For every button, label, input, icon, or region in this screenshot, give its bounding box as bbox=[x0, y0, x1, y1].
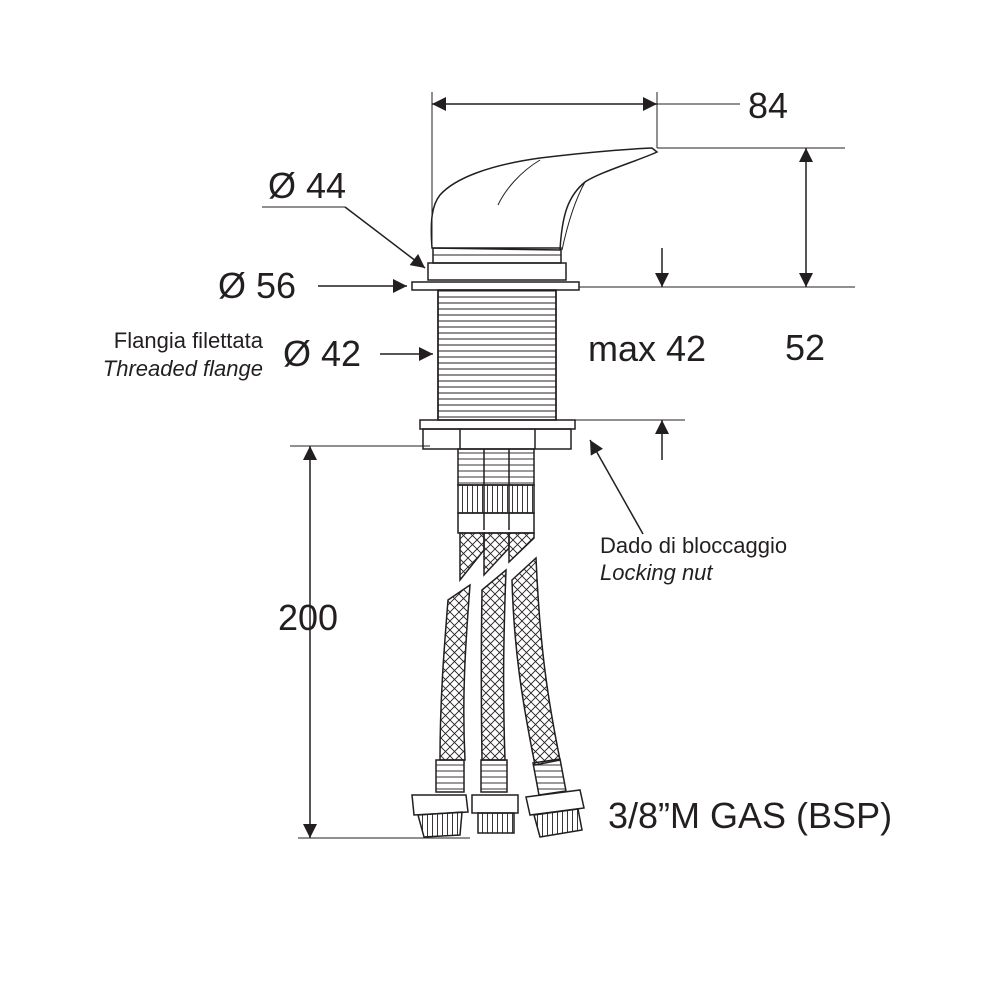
braided-hoses bbox=[439, 532, 561, 766]
label-hose-length: 200 bbox=[278, 597, 339, 638]
label-nut-english: Locking nut bbox=[600, 560, 713, 585]
label-flange-english: Threaded flange bbox=[102, 356, 263, 381]
label-nut-italian: Dado di bloccaggio bbox=[600, 533, 788, 558]
label-height-above: 52 bbox=[785, 327, 826, 368]
label-connection: 3/8”M GAS (BSP) bbox=[608, 795, 893, 836]
dimension-84 bbox=[431, 92, 740, 248]
label-handle-width: 84 bbox=[748, 85, 789, 126]
label-max-thickness: max 42 bbox=[588, 328, 707, 369]
label-cap-diameter: Ø 44 bbox=[268, 165, 347, 206]
leader-locking-nut bbox=[589, 439, 644, 535]
locking-nut bbox=[419, 419, 576, 450]
cap-rosette bbox=[427, 247, 567, 281]
hose-connectors-upper bbox=[457, 448, 535, 534]
flange bbox=[411, 281, 580, 291]
dimension-max-42 bbox=[575, 248, 685, 460]
dimension-200 bbox=[290, 445, 470, 839]
lever-handle bbox=[430, 147, 659, 251]
label-flange-diameter: Ø 56 bbox=[218, 265, 297, 306]
leader-cap-diameter-arrow bbox=[344, 206, 426, 269]
hose-end-fittings bbox=[411, 758, 585, 838]
label-thread-diameter: Ø 42 bbox=[283, 333, 362, 374]
label-flange-italian: Flangia filettata bbox=[113, 328, 263, 353]
dimension-52 bbox=[579, 147, 855, 288]
threaded-body bbox=[437, 289, 557, 421]
